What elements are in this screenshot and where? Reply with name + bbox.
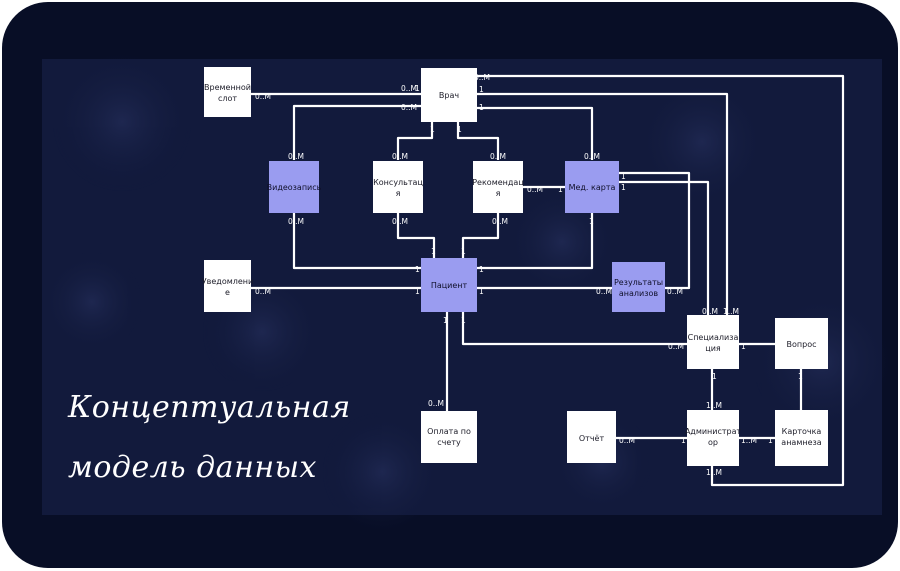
mult-label: 0..M bbox=[474, 73, 490, 82]
mult-label: 0..M bbox=[492, 217, 508, 226]
entity-report-label: Отчёт bbox=[579, 434, 605, 443]
entity-slot-label-2: слот bbox=[218, 94, 237, 103]
mult-label: 1 bbox=[415, 84, 420, 93]
entity-consult-label-2: я bbox=[396, 189, 401, 198]
entity-payment[interactable]: Оплата по счету bbox=[421, 411, 477, 463]
mult-label: 1 bbox=[768, 436, 773, 445]
mult-label: 1 bbox=[479, 265, 484, 274]
entity-results[interactable]: Результаты анализов bbox=[612, 262, 665, 312]
entity-consult-label-1: Консультац bbox=[373, 178, 423, 187]
mult-label: 0..M bbox=[392, 152, 408, 161]
multiplicity-labels: 0..M 1 0..M 0..M 1 0..M 1 1 0..M 0..M 0.… bbox=[255, 73, 803, 477]
entity-video[interactable]: Видеозапись bbox=[267, 161, 322, 213]
mult-label: 0..M bbox=[428, 399, 444, 408]
entity-payment-label-1: Оплата по bbox=[427, 427, 471, 436]
mult-label: 1 bbox=[443, 316, 448, 325]
mult-label: 1 bbox=[461, 247, 466, 256]
entity-notify-label-2: е bbox=[225, 288, 230, 297]
entity-spec-label-2: ция bbox=[705, 344, 721, 353]
entity-medcard[interactable]: Мед. карта bbox=[565, 161, 619, 213]
entity-question-label: Вопрос bbox=[787, 340, 817, 349]
entity-question[interactable]: Вопрос bbox=[775, 318, 828, 369]
mult-label: 0..M bbox=[392, 217, 408, 226]
mult-label: 1 bbox=[589, 217, 594, 226]
mult-label: 0..M bbox=[596, 287, 612, 296]
mult-label: 1 bbox=[415, 287, 420, 296]
entity-admin-label-1: Администрат bbox=[685, 427, 742, 436]
mult-label: 1 bbox=[621, 183, 626, 192]
entity-doctor-label: Врач bbox=[439, 91, 459, 100]
slide-title-line-2: модель данных bbox=[68, 450, 317, 485]
entity-anamnesis-label-1: Карточка bbox=[782, 427, 822, 436]
entity-spec-label-1: Специализа bbox=[688, 333, 739, 342]
connector-lines bbox=[250, 74, 845, 487]
entity-medcard-label: Мед. карта bbox=[569, 183, 616, 192]
entity-patient[interactable]: Пациент bbox=[421, 258, 477, 312]
mult-label: 0..M bbox=[288, 152, 304, 161]
entity-results-label-1: Результаты bbox=[614, 278, 663, 287]
entity-slot[interactable]: Временной слот bbox=[204, 67, 251, 117]
mult-label: 0..M bbox=[702, 307, 718, 316]
entity-notify[interactable]: Уведомлени е bbox=[202, 260, 253, 312]
mult-label: 0..M bbox=[288, 217, 304, 226]
mult-label: 0..M bbox=[619, 436, 635, 445]
mult-label: 0..M bbox=[255, 287, 271, 296]
mult-label: 0..M bbox=[527, 185, 543, 194]
mult-label: 1 bbox=[621, 172, 626, 181]
entity-spec[interactable]: Специализа ция bbox=[687, 315, 739, 369]
mult-label: 1 bbox=[461, 316, 466, 325]
entity-doctor[interactable]: Врач bbox=[421, 68, 477, 122]
mult-label: 1 bbox=[415, 265, 420, 274]
mult-label: 1 bbox=[457, 125, 462, 134]
mult-label: 0..M bbox=[584, 152, 600, 161]
mult-label: 1 bbox=[712, 372, 717, 381]
mult-label: 1 bbox=[681, 436, 686, 445]
mult-label: 1 bbox=[479, 287, 484, 296]
entity-recommend[interactable]: Рекомендац я bbox=[472, 161, 524, 213]
mult-label: 1 bbox=[798, 372, 803, 381]
mult-label: 1 bbox=[479, 85, 484, 94]
entity-patient-label: Пациент bbox=[431, 281, 468, 290]
slide-title-line-1: Концептуальная bbox=[68, 390, 351, 425]
mult-label: 1..M bbox=[741, 436, 757, 445]
entity-admin-label-2: ор bbox=[708, 438, 718, 447]
entity-payment-label-2: счету bbox=[437, 438, 461, 447]
mult-label: 1..M bbox=[706, 468, 722, 477]
mult-label: 1..M bbox=[723, 307, 739, 316]
mult-label: 0..M bbox=[401, 103, 417, 112]
entity-results-label-2: анализов bbox=[619, 289, 658, 298]
entity-video-label: Видеозапись bbox=[267, 183, 322, 192]
entity-admin[interactable]: Администрат ор bbox=[685, 410, 742, 466]
mult-label: 1..M bbox=[706, 401, 722, 410]
entity-report[interactable]: Отчёт bbox=[567, 411, 616, 463]
mult-label: 1 bbox=[479, 103, 484, 112]
mult-label: 0..M bbox=[667, 287, 683, 296]
mult-label: 0..M bbox=[668, 342, 684, 351]
mult-label: 1 bbox=[558, 185, 563, 194]
mult-label: 0..M bbox=[490, 152, 506, 161]
entity-consult[interactable]: Консультац я bbox=[373, 161, 423, 213]
entity-notify-label-1: Уведомлени bbox=[202, 277, 253, 286]
entity-slot-label-1: Временной bbox=[204, 83, 251, 92]
mult-label: 0..M bbox=[401, 84, 417, 93]
mult-label: 1 bbox=[430, 125, 435, 134]
entity-anamnesis[interactable]: Карточка анамнеза bbox=[775, 410, 828, 466]
mult-label: 1 bbox=[431, 247, 436, 256]
entity-recommend-label-2: я bbox=[496, 189, 501, 198]
mult-label: 0..M bbox=[255, 92, 271, 101]
entity-recommend-label-1: Рекомендац bbox=[472, 178, 524, 187]
mult-label: 1 bbox=[741, 342, 746, 351]
entity-anamnesis-label-2: анамнеза bbox=[781, 438, 821, 447]
